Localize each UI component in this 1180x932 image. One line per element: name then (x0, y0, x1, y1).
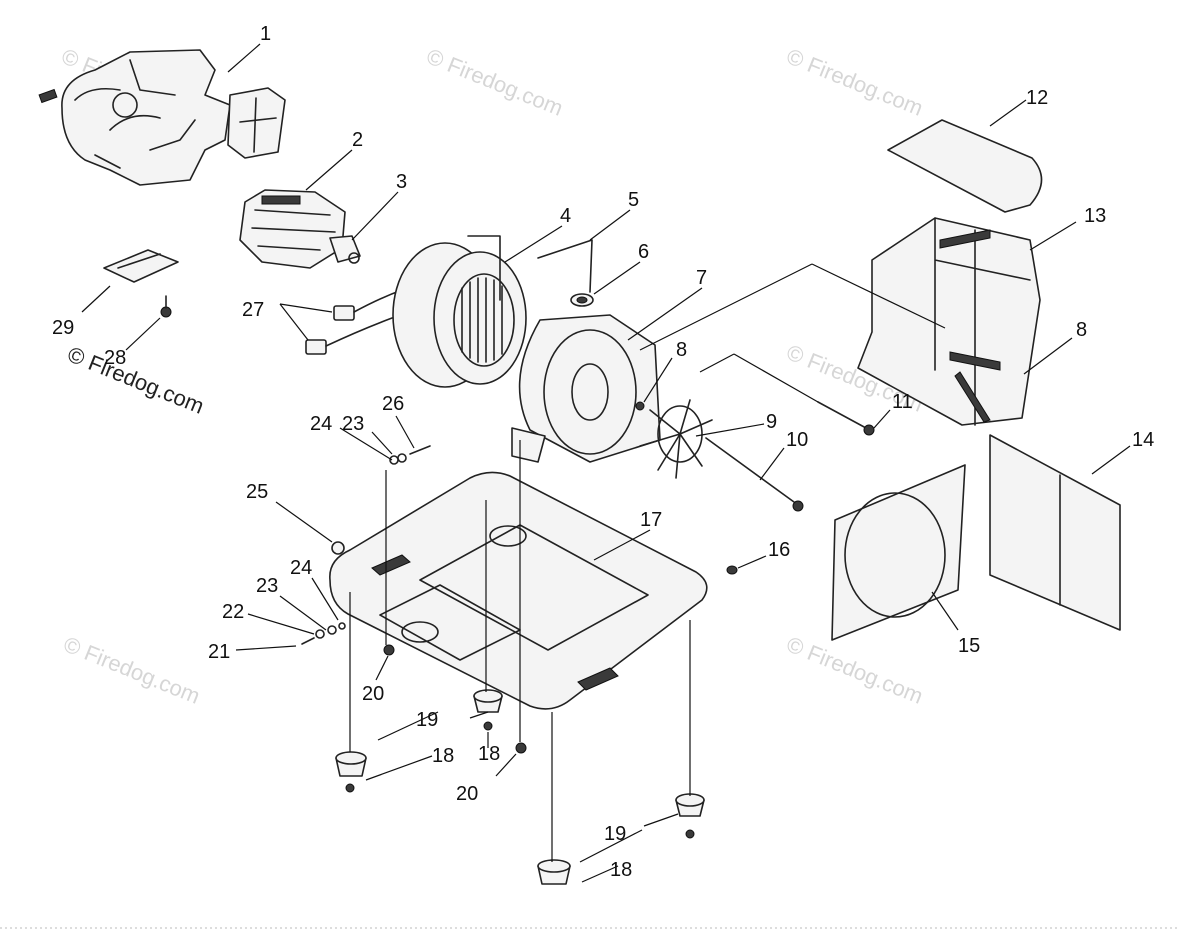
callout-23: 23 (256, 575, 278, 597)
callout-26: 26 (382, 393, 404, 415)
callout-24: 24 (290, 557, 312, 579)
callout-21: 21 (208, 641, 230, 663)
callout-12: 12 (1026, 87, 1048, 109)
part-bolt (817, 401, 875, 436)
callouts: 1 2 3 4 5 6 7 8 8 9 10 11 12 13 14 15 16… (52, 23, 1154, 881)
callout-3: 3 (396, 171, 407, 193)
callout-1: 1 (260, 23, 271, 45)
watermark: © Firedog.com (783, 43, 926, 120)
callout-23: 23 (342, 413, 364, 435)
part-grommet (570, 293, 594, 307)
part-blower-housing (392, 242, 527, 388)
callout-22: 22 (222, 601, 244, 623)
callout-13: 13 (1084, 205, 1106, 227)
callout-19: 19 (416, 709, 438, 731)
callout-28: 28 (104, 347, 126, 369)
part-small-hardware (301, 445, 527, 754)
callout-14: 14 (1132, 429, 1154, 451)
part-connectors (305, 289, 403, 355)
callout-10: 10 (786, 429, 808, 451)
part-bracket (103, 249, 179, 283)
callout-29: 29 (52, 317, 74, 339)
callout-19: 19 (604, 823, 626, 845)
part-fan-frame (831, 464, 966, 641)
assembly-axes (279, 263, 946, 862)
callout-4: 4 (560, 205, 571, 227)
part-base-tray (329, 471, 708, 710)
callout-2: 2 (352, 129, 363, 151)
callout-15: 15 (958, 635, 980, 657)
part-shaft (329, 235, 361, 264)
callout-24: 24 (310, 413, 332, 435)
callout-6: 6 (638, 241, 649, 263)
callout-9: 9 (766, 411, 777, 433)
watermark: © Firedog.com (423, 43, 566, 120)
callout-18: 18 (478, 743, 500, 765)
part-fan-shroud (511, 314, 661, 463)
part-top-plate (887, 119, 1043, 213)
callout-18: 18 (610, 859, 632, 881)
callout-20: 20 (362, 683, 384, 705)
callout-leaders (81, 43, 1131, 883)
callout-7: 7 (696, 267, 707, 289)
callout-8: 8 (1076, 319, 1087, 341)
part-side-housing (857, 217, 1041, 426)
callout-5: 5 (628, 189, 639, 211)
callout-27: 27 (242, 299, 264, 321)
callout-20: 20 (456, 783, 478, 805)
watermark: © Firedog.com (64, 341, 207, 418)
callout-11: 11 (892, 391, 913, 413)
watermark: © Firedog.com (60, 631, 203, 708)
part-alternator (239, 189, 346, 269)
part-feet (335, 689, 705, 885)
callout-25: 25 (246, 481, 268, 503)
part-nut-16 (726, 565, 738, 575)
part-rod (705, 437, 804, 512)
part-fan (639, 399, 713, 479)
part-engine-assembly (38, 49, 286, 186)
watermark: © Firedog.com (783, 631, 926, 708)
callout-18: 18 (432, 745, 454, 767)
callout-16: 16 (768, 539, 790, 561)
part-tube (467, 235, 593, 301)
part-panel (989, 434, 1121, 631)
callout-17: 17 (640, 509, 662, 531)
part-screw-28 (160, 295, 172, 318)
callout-8: 8 (676, 339, 687, 361)
